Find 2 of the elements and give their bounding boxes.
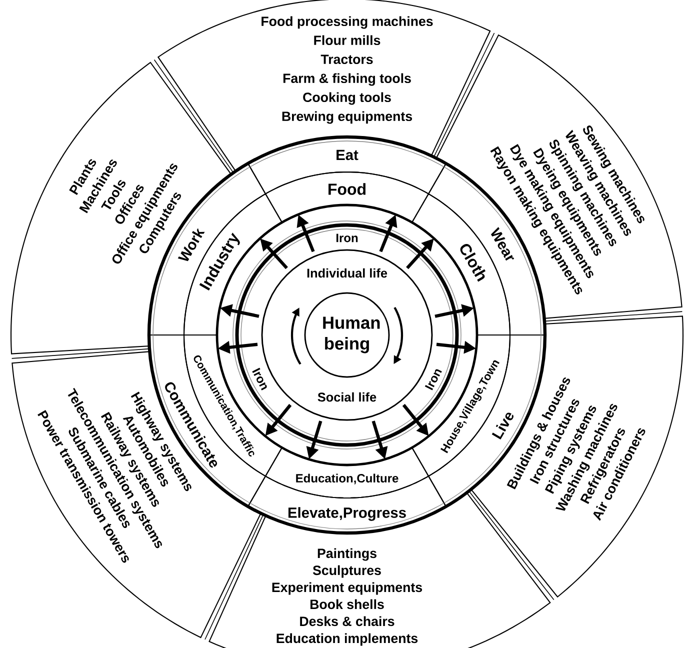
ring-segment: Education,Culture — [264, 446, 430, 499]
node-label: Food — [328, 183, 366, 195]
